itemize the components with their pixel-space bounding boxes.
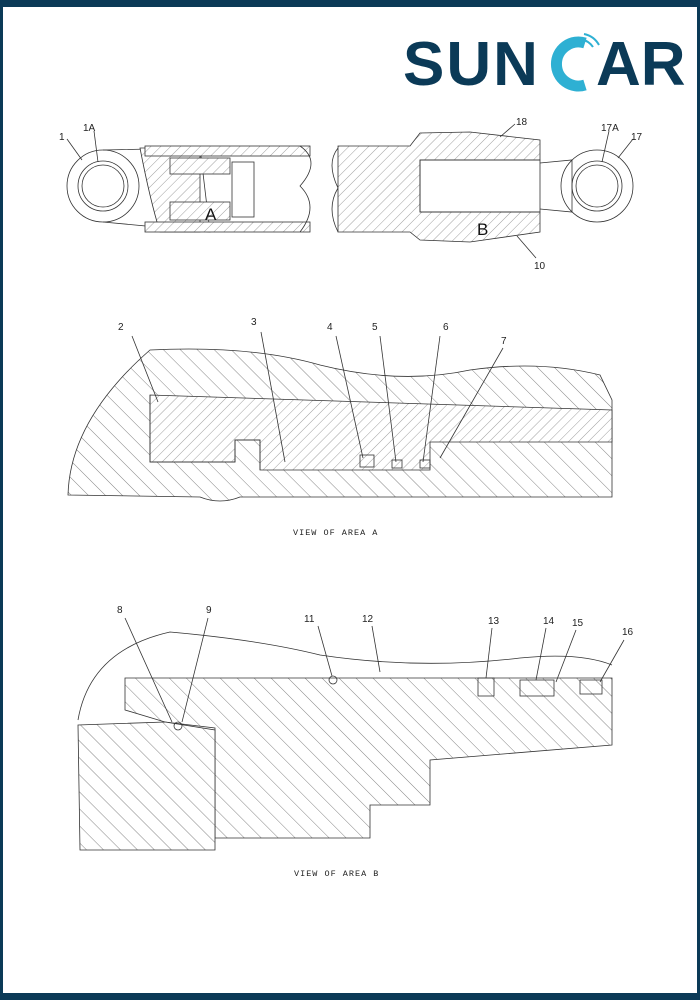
- view-a-caption: VIEW OF AREA A: [293, 528, 378, 538]
- area-b-marker: B: [477, 220, 488, 239]
- callout-13: 13: [488, 616, 500, 627]
- callout-16: 16: [622, 627, 634, 638]
- view-area-a: 2 3 4 5 6 7 VIEW OF AREA A: [67, 317, 613, 538]
- callout-1a: 1A: [83, 123, 96, 134]
- callout-14: 14: [543, 616, 555, 627]
- svg-text:SUN: SUN: [403, 30, 540, 99]
- view-b-caption: VIEW OF AREA B: [294, 869, 379, 879]
- callout-17: 17: [631, 132, 643, 143]
- callout-11: 11: [304, 614, 315, 625]
- callout-17a: 17A: [601, 123, 619, 134]
- cylinder-overview: 1 1A 18 17A 17 10 A B: [59, 117, 643, 272]
- callout-18: 18: [516, 117, 528, 128]
- area-a-marker: A: [205, 205, 217, 224]
- callout-10: 10: [534, 261, 546, 272]
- suncar-logo: SUN AR: [403, 30, 686, 99]
- callout-3: 3: [251, 317, 257, 328]
- callout-4: 4: [327, 322, 333, 333]
- callout-7: 7: [501, 336, 507, 347]
- cylinder-section-diagram: 1 1A 18 17A 17 10 A B 2 3 4 5: [59, 117, 643, 879]
- callout-2: 2: [118, 322, 124, 333]
- callout-9: 9: [206, 605, 212, 616]
- callout-5: 5: [372, 322, 378, 333]
- callout-6: 6: [443, 322, 449, 333]
- callout-1: 1: [59, 132, 65, 143]
- svg-text:AR: AR: [596, 30, 686, 99]
- callout-12: 12: [362, 614, 374, 625]
- callout-8: 8: [117, 605, 123, 616]
- callout-15: 15: [572, 618, 584, 629]
- view-area-b: 8 9 11 12 13 14 15 16 VIEW OF AREA B: [77, 605, 634, 879]
